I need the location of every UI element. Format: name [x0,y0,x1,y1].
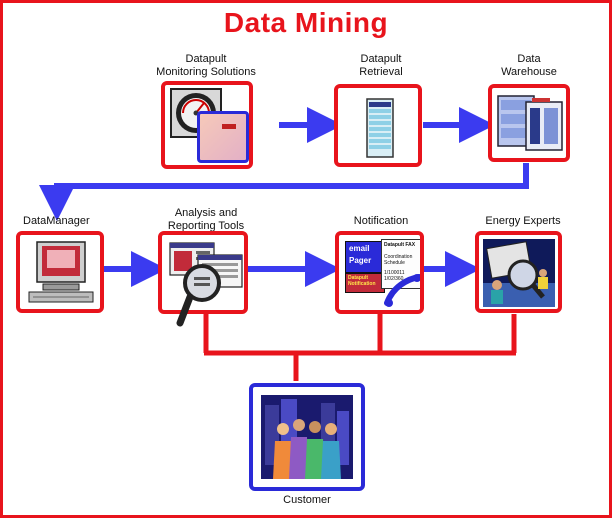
warehouse-label: Data Warehouse [501,53,557,78]
notification-card-icon: Datapult Notification [345,273,385,293]
fax-text: Datapult FAX [384,242,416,248]
email-text: email [349,244,370,253]
customer-group-icon [261,395,353,479]
customer-label: Customer [283,494,331,506]
numbers-text: 1/100011 1/02/360 [384,270,405,282]
customer-node[interactable] [249,383,365,491]
datapult-device-icon [197,111,249,163]
analysis-node[interactable] [158,231,248,327]
pager-text: Pager [349,256,372,265]
monitoring-label: Datapult Monitoring Solutions [156,53,256,78]
server-tower-icon [366,98,394,158]
retrieval-label: Datapult Retrieval [359,53,403,78]
analysis-label: Analysis and Reporting Tools [167,207,245,232]
warehouse-cabinet-icon [496,94,564,154]
telephone-icon [383,273,420,309]
magnifying-glass-icon [176,263,222,329]
computer-icon [25,240,97,306]
datamanager-node[interactable] [16,231,104,313]
energy-experts-scene-icon [483,239,555,307]
arrow-warehouse-to-datamanager [39,163,529,221]
warehouse-node[interactable] [488,84,570,162]
datapult-notification-text: Datapult Notification [348,275,376,287]
email-pager-icon: email Pager [345,241,383,273]
customer-connector [203,314,517,381]
retrieval-node[interactable] [334,84,422,167]
diagram-title: Data Mining [223,7,389,38]
experts-label: Energy Experts [485,215,561,227]
schedule-text: Coordination Schedule [384,254,413,266]
datamanager-label: DataManager [23,215,90,227]
notification-node[interactable]: email Pager Datapult Notification Datapu… [335,231,424,314]
fax-sheet-icon: Datapult FAX Coordination Schedule 1/100… [381,239,420,289]
connectors [39,107,529,381]
notification-label: Notification [353,215,409,227]
monitoring-node[interactable] [161,81,253,169]
experts-node[interactable] [475,231,562,313]
